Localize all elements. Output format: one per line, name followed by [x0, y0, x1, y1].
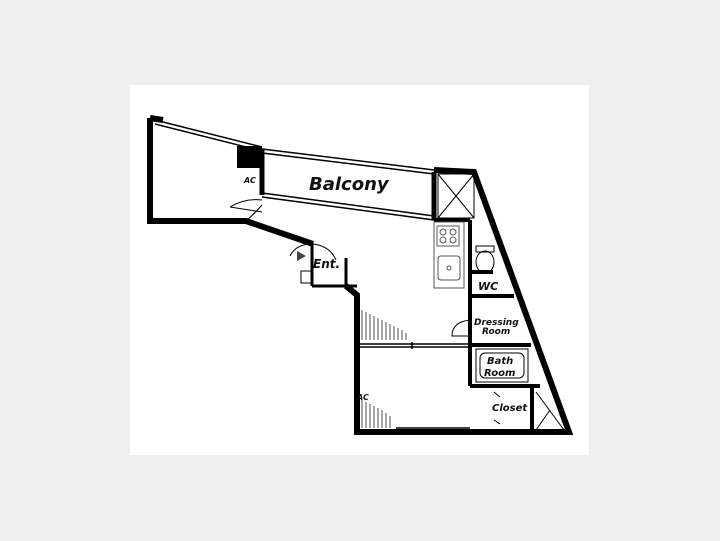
ac-label-bottom: AC — [356, 393, 369, 402]
bath-room-label-line1: Bath — [487, 356, 513, 367]
floor-hatch-lower — [361, 400, 391, 428]
balcony-storage — [437, 173, 475, 219]
dressing-room-door — [451, 319, 471, 337]
bathtub-fixture — [475, 348, 529, 383]
balcony-label: Balcony — [309, 174, 390, 195]
floor-hatch-upper — [361, 310, 407, 340]
dressing-room-label-line1: Dressing — [474, 318, 519, 328]
interior-walls — [434, 218, 540, 432]
play-triangle-icon — [297, 251, 306, 261]
dressing-room-label-line2: Room — [482, 327, 510, 337]
wc-label: WC — [478, 280, 498, 293]
room-divider — [357, 342, 470, 349]
closet-label: Closet — [492, 403, 528, 414]
ac-unit-block — [237, 146, 262, 168]
ac-label-top: AC — [243, 176, 256, 185]
exterior-walls — [147, 115, 574, 435]
balcony-door — [229, 199, 263, 222]
entrance-label: Ent. — [313, 257, 340, 271]
kitchen-counter — [433, 221, 465, 289]
toilet-fixture — [475, 245, 495, 274]
closet-doors — [493, 391, 501, 425]
bottom-window — [396, 427, 470, 432]
entrance-door — [289, 243, 337, 284]
entrance-walls — [310, 244, 357, 288]
closet-cross — [535, 391, 565, 431]
bath-room-label-line2: Room — [484, 368, 515, 379]
balcony-railing — [154, 119, 435, 221]
